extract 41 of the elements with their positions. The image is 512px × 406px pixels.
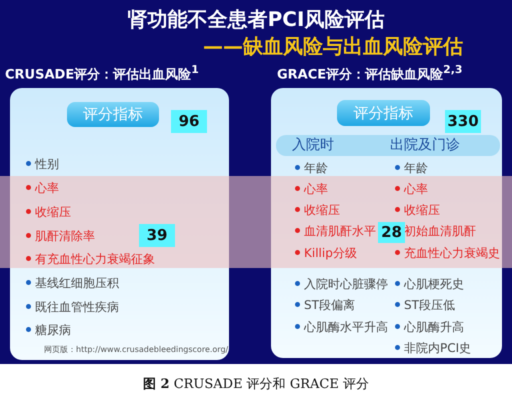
- list-item: 心率: [395, 181, 428, 198]
- score-box: 96: [171, 110, 207, 133]
- list-item: 有充血性心力衰竭征象: [26, 251, 155, 268]
- score-box: 330: [445, 110, 481, 133]
- score-box: 28: [378, 222, 405, 243]
- source-note: 网页版：http://www.crusadebleedingscore.org/: [44, 344, 228, 355]
- list-item: 心肌梗死史: [395, 276, 464, 293]
- list-item: 血清肌酐水平: [295, 223, 376, 240]
- list-item: 收缩压: [295, 202, 340, 219]
- column-heading: 入院时: [292, 136, 334, 154]
- subtitle: ——缺血风险与出血风险评估: [203, 33, 463, 60]
- list-item: 收缩压: [395, 202, 440, 219]
- list-item: 年龄: [395, 160, 428, 177]
- list-item: 非院内PCI史: [395, 340, 472, 357]
- list-item: 收缩压: [26, 204, 71, 221]
- caption: 图 2 CRUSADE 评分和 GRACE 评分: [142, 376, 370, 393]
- panel-heading: CRUSADE评分：评估出血风险$^{1}$: [5, 63, 199, 84]
- column-header-band: [276, 135, 500, 156]
- list-item: 性别: [26, 156, 59, 173]
- panel-heading: GRACE评分：评估缺血风险$^{2,3}$: [277, 63, 462, 84]
- score-card: [10, 88, 229, 360]
- list-item: 心率: [26, 180, 59, 197]
- list-item: 基线红细胞压积: [26, 275, 119, 292]
- title: 肾功能不全患者PCI风险评估: [126, 6, 386, 33]
- list-item: ST段压低: [395, 297, 455, 314]
- list-item: 糖尿病: [26, 322, 71, 339]
- score-box: 39: [139, 224, 175, 247]
- list-item: 心肌酶升高: [395, 319, 464, 336]
- list-item: 年龄: [295, 160, 328, 177]
- list-item: 心率: [295, 181, 328, 198]
- list-item: 心肌酶水平升高: [295, 319, 388, 336]
- list-item: 入院时心脏骤停: [295, 276, 388, 293]
- list-item: 既往血管性疾病: [26, 299, 119, 316]
- column-heading: 出院及门诊: [390, 136, 460, 154]
- list-item: ST段偏离: [295, 297, 355, 314]
- heading-pill: 评分指标: [337, 100, 430, 126]
- list-item: Killip分级: [295, 245, 357, 262]
- list-item: 肌酐清除率: [26, 228, 95, 245]
- score-card: [271, 88, 502, 358]
- list-item: 充血性心力衰竭史: [395, 245, 500, 262]
- heading-pill: 评分指标: [67, 102, 159, 127]
